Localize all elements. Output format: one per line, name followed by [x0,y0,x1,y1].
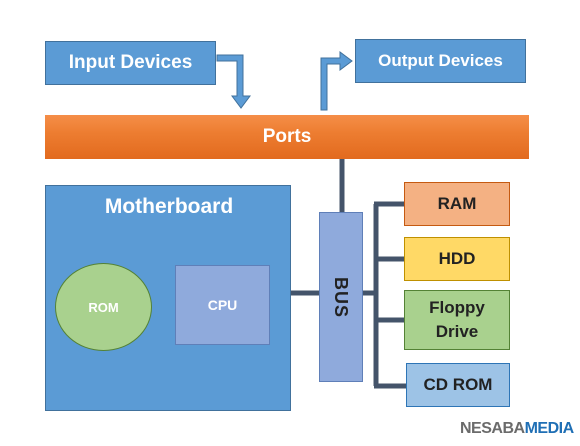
floppy-drive-box: Floppy Drive [404,290,510,350]
input-devices-box: Input Devices [45,41,216,85]
watermark-part-2: MEDIA [524,420,575,437]
rom-label: ROM [88,299,119,315]
motherboard-label: Motherboard [104,195,234,218]
bus-box: BUS [319,212,363,382]
floppy-drive-label: Floppy Drive [429,298,485,341]
cd-rom-box: CD ROM [406,363,510,407]
watermark-logo: NESABAMEDIA [460,420,574,438]
input-devices-label: Input Devices [68,52,193,73]
bus-label: BUS [331,276,352,318]
input-arrow [216,54,251,109]
output-devices-box: Output Devices [355,39,526,83]
ports-bar: Ports [45,115,529,159]
cpu-box: CPU [175,265,270,345]
ram-label: RAM [437,194,477,213]
output-arrow [320,51,353,111]
cpu-label: CPU [207,297,238,313]
ram-box: RAM [404,182,510,226]
hdd-box: HDD [404,237,510,281]
watermark-part-1: NESABA [460,420,525,437]
ports-label: Ports [262,126,312,147]
output-devices-label: Output Devices [378,51,503,70]
hdd-label: HDD [438,249,476,268]
rom-circle: ROM [55,263,152,351]
cd-rom-label: CD ROM [423,375,493,394]
